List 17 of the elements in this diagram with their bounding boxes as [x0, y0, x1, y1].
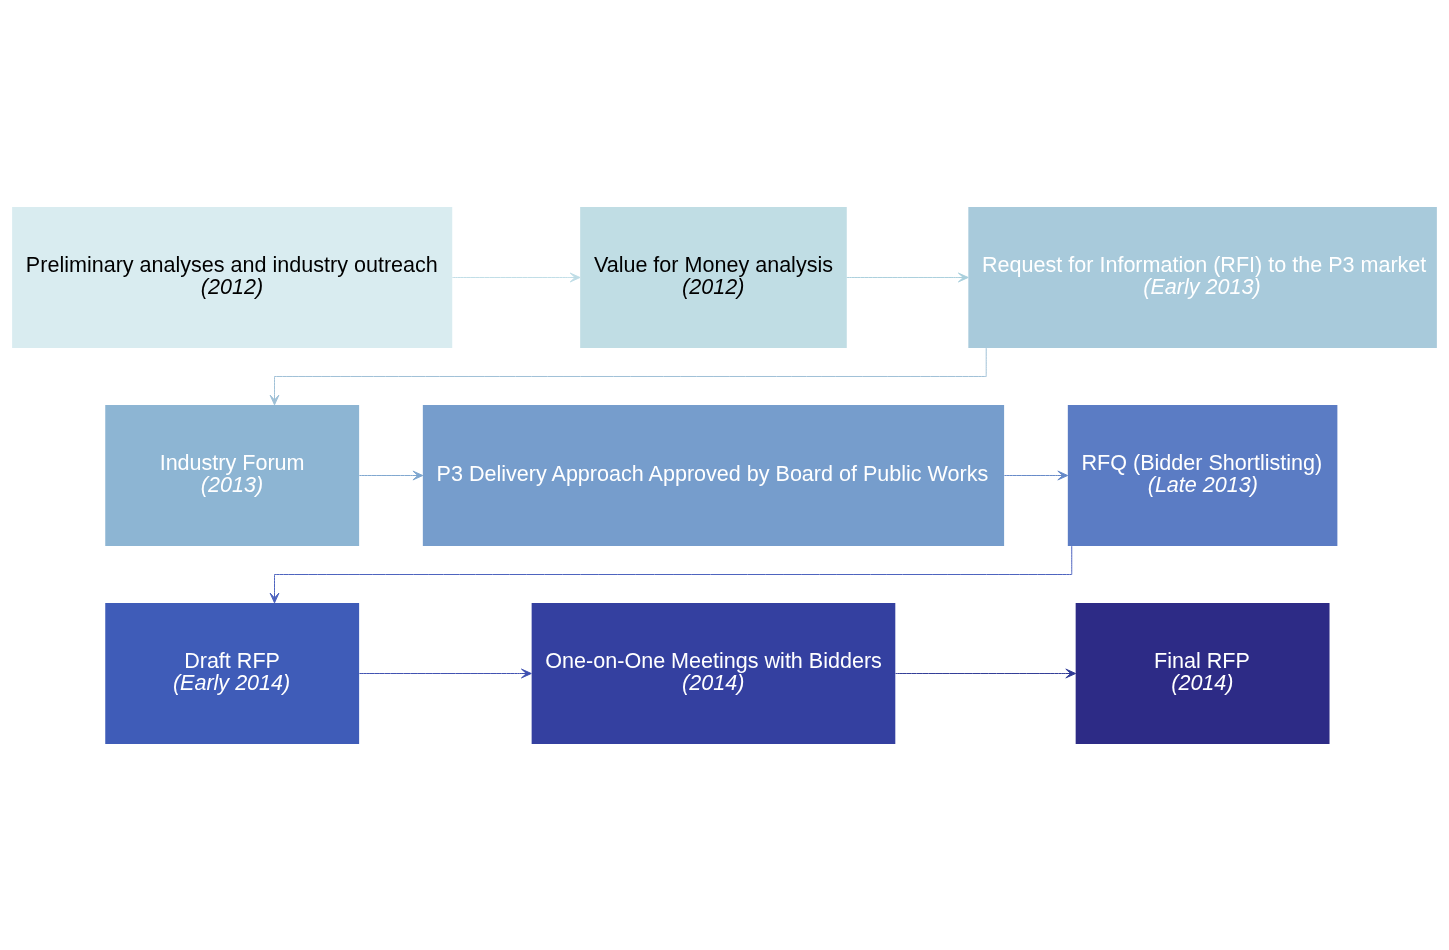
- node-box: Value for Money analysis (2012): [580, 206, 847, 348]
- node-box: RFQ (Bidder Shortlisting) (Late 2013): [1067, 404, 1338, 546]
- node-box: One-on-One Meetings with Bidders (2014): [531, 602, 896, 744]
- arrow: [846, 272, 969, 282]
- arrow: [451, 272, 581, 282]
- arrow: [269, 347, 987, 405]
- arrow: [358, 668, 532, 678]
- arrow: [1003, 470, 1069, 480]
- arrow: [358, 470, 424, 480]
- node-box: Final RFP (2014): [1075, 602, 1330, 744]
- arrow: [895, 668, 1077, 678]
- node-box: Preliminary analyses and industry outreach (2012): [12, 206, 453, 348]
- node-box: P3 Delivery Approach Approved by Board of Public Works: [422, 404, 1005, 546]
- arrow: [269, 545, 1073, 603]
- node-box: Industry Forum (2013): [105, 404, 360, 546]
- node-box: Request for Information (RFI) to the P3 market (Early 2013): [968, 206, 1437, 348]
- node-box: Draft RFP (Early 2014): [105, 602, 360, 744]
